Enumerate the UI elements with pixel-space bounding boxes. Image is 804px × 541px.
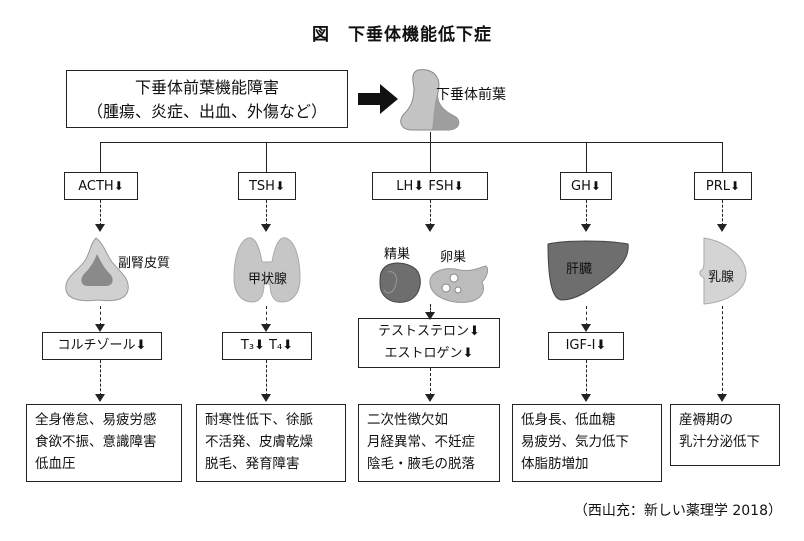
hormone-box-gh: GH⬇: [560, 172, 612, 200]
effects-box-acth: 全身倦怠、易疲労感食欲不振、意識障害低血圧: [26, 404, 182, 482]
dashed-arrow: [100, 360, 101, 396]
mid-box-t3-t4: T₃⬇ T₄⬇: [222, 332, 312, 360]
effects-box-lh-fsh: 二次性徴欠如月経異常、不妊症陰毛・腋毛の脱落: [358, 404, 500, 482]
mammary-gland-icon: [699, 237, 747, 305]
branch-stub: [266, 142, 267, 172]
liver-icon: [547, 240, 629, 301]
organ-label-thyroid: 甲状腺: [248, 272, 288, 287]
effects-box-tsh: 耐寒性低下、徐脈不活発、皮膚乾燥脱毛、発育障害: [196, 404, 346, 482]
ovary-icon: [429, 265, 489, 303]
dashed-arrow: [266, 200, 267, 226]
dashed-arrow: [266, 306, 267, 326]
organ-label-adrenal: 副腎皮質: [118, 256, 171, 271]
organ-label-testis: 精巣: [384, 247, 411, 262]
figure-title: 図 下垂体機能低下症: [312, 25, 492, 45]
dashed-arrow: [100, 306, 101, 326]
organ-label-mammary: 乳腺: [708, 270, 735, 285]
mid-box-sex-hormones: テストステロン⬇ エストロゲン⬇: [358, 318, 500, 368]
dashed-arrow: [722, 306, 723, 396]
effects-box-gh: 低身長、低血糖易疲労、気力低下体脂肪増加: [512, 404, 662, 482]
dashed-arrow: [586, 200, 587, 226]
cause-line-2: （腫瘍、炎症、出血、外傷など）: [86, 102, 327, 121]
dashed-arrow: [430, 200, 431, 226]
organ-label-liver: 肝臓: [566, 262, 593, 277]
branch-line: [100, 142, 722, 143]
dashed-arrow: [100, 200, 101, 226]
hormone-box-tsh: TSH⬇: [238, 172, 296, 200]
cause-box: 下垂体前葉機能障害 （腫瘍、炎症、出血、外傷など）: [66, 70, 348, 128]
dashed-arrow: [586, 360, 587, 396]
big-right-arrow-icon: [358, 84, 398, 114]
branch-stub: [100, 142, 101, 172]
branch-stub: [430, 142, 431, 172]
dashed-arrow: [722, 200, 723, 226]
branch-stub: [586, 142, 587, 172]
adrenal-cortex-icon: [65, 237, 129, 302]
dashed-arrow: [266, 360, 267, 396]
organ-label-ovary: 卵巣: [440, 250, 467, 265]
dashed-arrow: [430, 368, 431, 396]
cause-line-1: 下垂体前葉機能障害: [134, 78, 279, 97]
pituitary-label: 下垂体前葉: [436, 87, 506, 103]
dashed-arrow: [430, 304, 431, 314]
dashed-arrow: [586, 306, 587, 326]
trunk-line: [430, 132, 431, 142]
effects-box-prl: 産褥期の乳汁分泌低下: [670, 404, 780, 466]
branch-stub: [722, 142, 723, 172]
hormone-box-prl: PRL⬇: [694, 172, 752, 200]
pituitary-icon: [400, 69, 460, 131]
hormone-box-acth: ACTH⬇: [64, 172, 138, 200]
mid-box-igf1: IGF-I⬇: [548, 332, 624, 360]
citation: （西山充：新しい薬理学 2018）: [573, 503, 782, 519]
hormone-box-lh-fsh: LH⬇ FSH⬇: [372, 172, 488, 200]
thyroid-icon: [233, 237, 301, 303]
mid-box-cortisol: コルチゾール⬇: [42, 332, 162, 360]
testis-icon: [379, 262, 421, 303]
